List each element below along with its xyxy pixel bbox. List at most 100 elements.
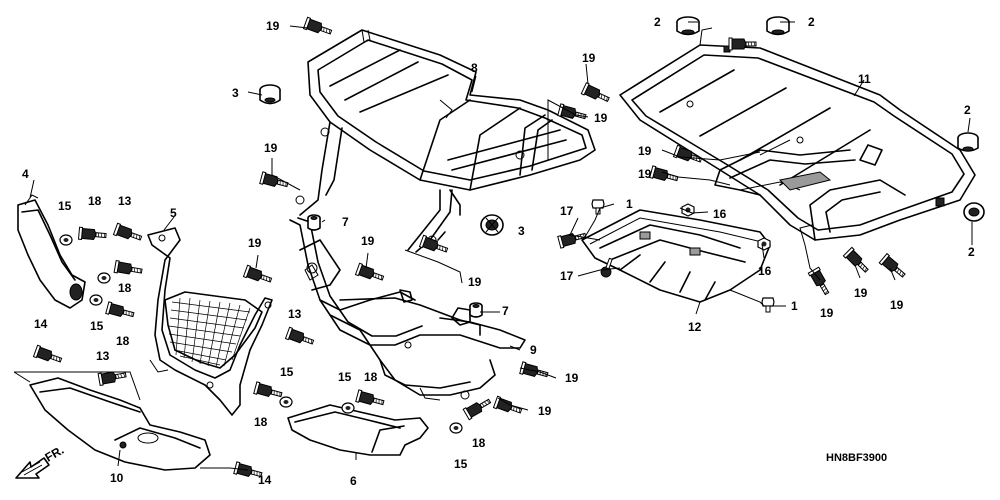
skid-plate [581,209,771,303]
bolt-14-icon [32,344,63,363]
washer-15-icon [279,396,293,408]
callout-19-center-e: 19 [538,404,552,418]
bolt-18-icon [113,259,143,275]
diagram-code: HN8BF3900 [826,452,887,464]
grommet-2c [957,132,979,152]
grommet-2a [676,16,700,36]
callout-1-top: 1 [626,197,633,211]
washer-15-icon [341,402,355,414]
grommet-2d [963,202,985,222]
callout-13-b: 13 [96,349,110,363]
callout-19-mid-right: 19 [594,111,608,125]
washer-15-icon [89,294,103,306]
callout-14-b: 14 [258,473,272,487]
callout-4: 4 [22,167,29,181]
callout-15-b: 15 [90,319,104,333]
grommet-3b [480,214,504,236]
bolt-19-icon [807,266,830,296]
callout-19-rear-a: 19 [820,306,834,320]
callout-19-left-mid: 19 [264,141,278,155]
callout-14-a: 14 [34,317,48,331]
rear-carrier [619,27,976,241]
front-carrier [295,29,596,253]
callout-15-a: 15 [58,199,72,213]
washer-15-icon [59,234,73,246]
grommet-3a [259,84,281,105]
callout-13-a: 13 [118,194,132,208]
callout-18-f: 18 [472,436,486,450]
front-direction-arrow: FR. [15,443,66,479]
bolt-19-icon [728,37,757,51]
bolt-13-icon [112,222,143,241]
washer-15-icon [449,422,463,434]
bolt-19-icon [259,171,289,188]
left-side-cover [17,194,86,309]
collar-7b [469,302,483,318]
bolt-19-icon [418,234,449,253]
callout-19-center-c: 19 [468,275,482,289]
leader-lines [13,21,973,471]
bolt-18-icon [462,398,492,421]
callout-18-a: 18 [88,194,102,208]
bolt-18-icon [77,226,107,241]
clip-1-icon [761,297,775,313]
callout-12: 12 [688,320,702,334]
callout-18-e: 18 [364,370,378,384]
right-step-guard [287,404,429,456]
bolt-14-icon [233,461,263,478]
bolt-19-icon [492,395,523,414]
left-bracket [147,227,273,416]
bolt-19-icon [354,262,385,281]
nut-16-icon [757,237,771,251]
fastener-group [32,16,906,478]
callout-7-lower: 7 [502,304,509,318]
bolt-19-icon [580,82,610,103]
callout-18-b: 18 [118,281,132,295]
callout-17-bottom: 17 [560,269,574,283]
callout-19-center-b: 19 [361,234,375,248]
center-frame [289,217,526,401]
callout-8: 8 [471,61,478,75]
bolt-13-icon [97,371,127,387]
callout-13-c: 13 [288,307,302,321]
grommet-2b [766,16,790,36]
collar-7a [307,214,321,231]
callout-5: 5 [170,206,177,220]
bolt-19-icon [649,165,679,182]
clip-1-icon [591,199,605,215]
callout-19-rear-c: 19 [890,298,904,312]
callout-2-right-lower: 2 [968,245,975,259]
callout-2-top-left: 2 [654,15,661,29]
callout-16-bottom: 16 [758,264,772,278]
left-step-guard [29,377,211,471]
callout-19-rear-b: 19 [854,286,868,300]
callout-17-top: 17 [560,204,574,218]
callout-15-c: 15 [280,365,294,379]
callout-9: 9 [530,343,537,357]
callout-19-rear-lower: 19 [638,167,652,181]
bolt-19-icon [302,16,333,35]
callout-15-e: 15 [454,457,468,471]
callout-6: 6 [350,474,357,488]
callout-19-top: 19 [266,19,280,33]
callout-15-d: 15 [338,370,352,384]
mesh-grille [168,297,251,368]
callout-11: 11 [858,72,871,86]
bolt-19-icon [878,252,906,278]
washer-15-icon [97,272,111,284]
callout-2-right-upper: 2 [964,103,971,117]
callout-labels: 19 3 8 19 19 19 2 2 11 2 2 19 19 1 16 17… [22,15,975,488]
callout-3-left: 3 [232,86,239,100]
bolt-18-icon [253,381,283,398]
bolt-18-icon [105,301,135,318]
callout-19-center-d: 19 [565,371,579,385]
callout-16-top: 16 [713,207,727,221]
callout-7-upper: 7 [342,215,349,229]
callout-10: 10 [110,471,124,485]
bolt-18-icon [355,389,385,406]
callout-2-top-right: 2 [808,15,815,29]
bolt-13-icon [284,326,315,345]
callout-19-rear-upper: 19 [638,144,652,158]
bolt-19-icon [842,246,869,273]
